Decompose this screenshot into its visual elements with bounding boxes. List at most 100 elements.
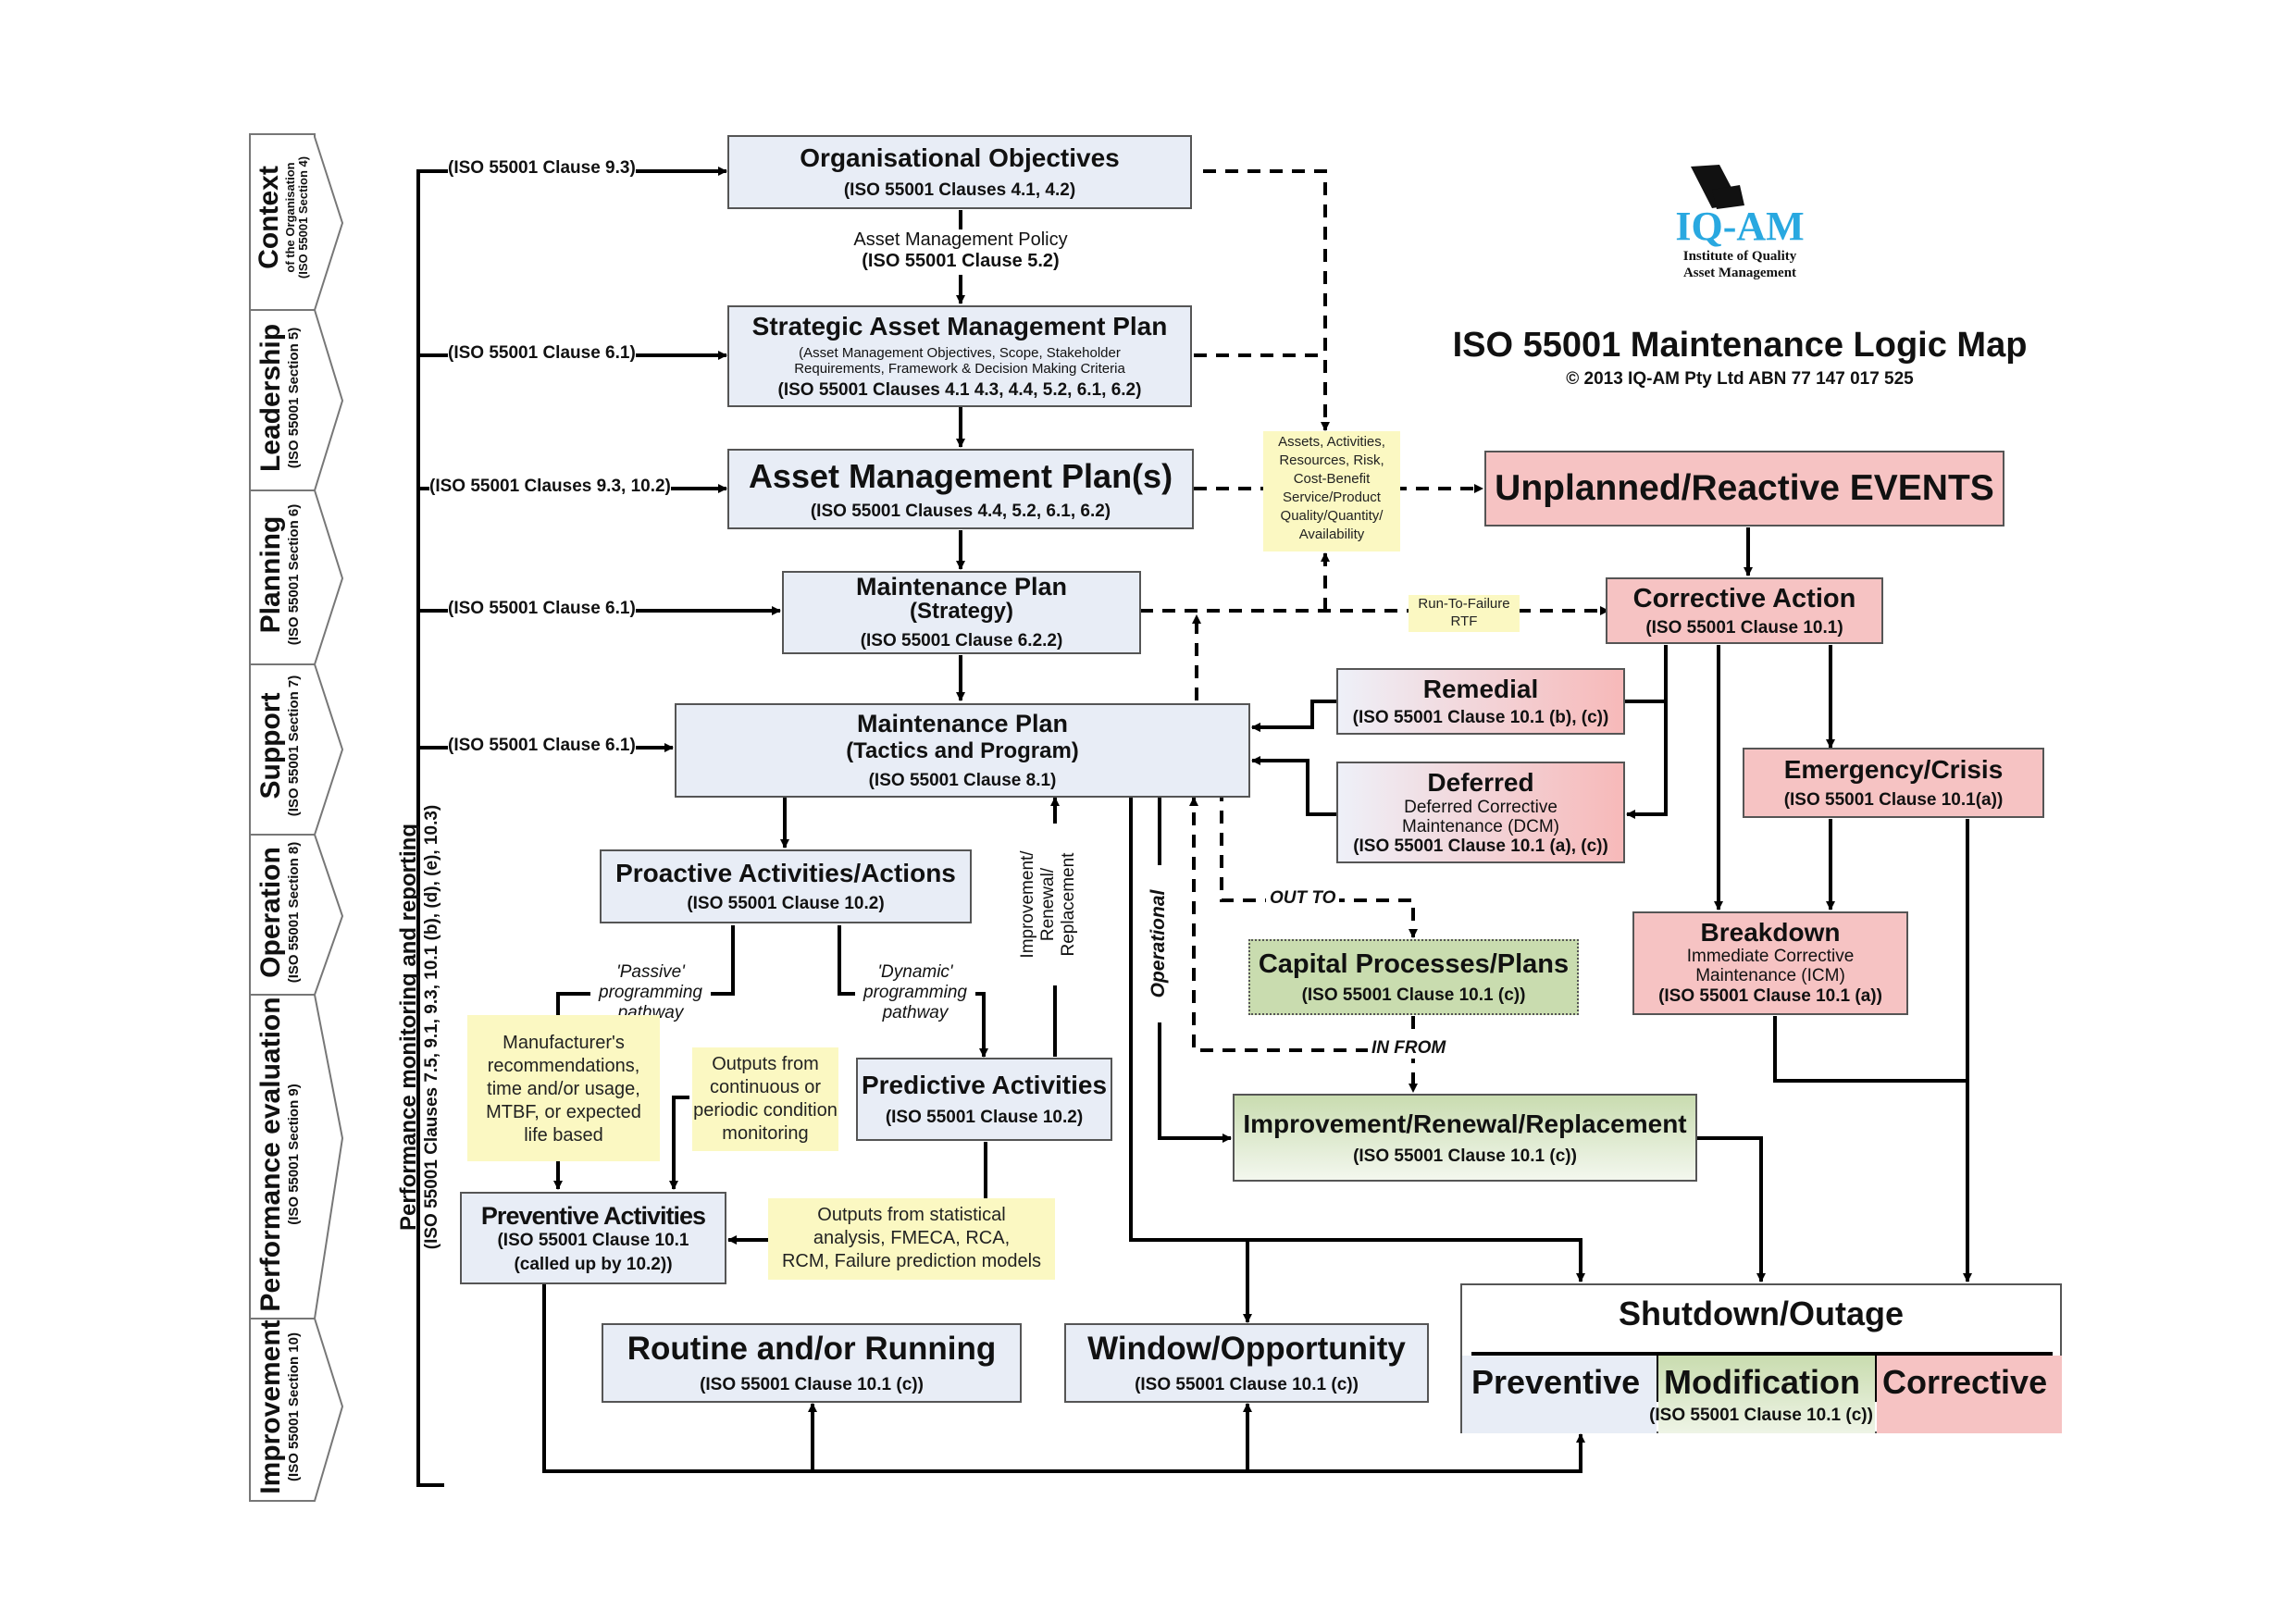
feedback-label: (ISO 55001 Clause 6.1): [448, 736, 636, 756]
note-line: periodic condition: [693, 1100, 838, 1121]
monitoring-title: Performance monitoring and reporting: [396, 823, 421, 1232]
remedial-box[interactable]: Remedial (ISO 55001 Clause 10.1 (b), (c)…: [1336, 668, 1625, 735]
label-line: programming: [599, 983, 702, 1002]
box-desc: Deferred Corrective: [1404, 798, 1558, 817]
dynamic-pathway-label: 'Dynamic' programming pathway: [855, 962, 975, 1023]
irr-vertical-label: Improvement/ Renewal/ Replacement: [1018, 824, 1079, 985]
amp-box[interactable]: Asset Management Plan(s) (ISO 55001 Clau…: [727, 449, 1194, 529]
box-subtitle: (Strategy): [909, 599, 1014, 624]
sidebar-label: Improvement: [255, 1319, 286, 1494]
box-clause: (called up by 10.2)): [514, 1254, 673, 1274]
sidebar-sub: (ISO 55001 Section 5): [286, 327, 302, 469]
sidebar-item-improvement: Improvement (ISO 55001 Section 10): [255, 1317, 302, 1497]
monitoring-clauses: (ISO 55001 Clauses 7.5, 9.1, 9.3, 10.1 (…: [422, 804, 441, 1250]
box-clause: (ISO 55001 Clause 8.1): [868, 771, 1057, 790]
routine-box[interactable]: Routine and/or Running (ISO 55001 Clause…: [602, 1323, 1022, 1403]
box-title: Asset Management Plan(s): [748, 456, 1173, 495]
note-line: Outputs from statistical: [817, 1205, 1006, 1225]
breakdown-box[interactable]: Breakdown Immediate Corrective Maintenan…: [1632, 911, 1908, 1015]
improvement-box[interactable]: Improvement/Renewal/Replacement (ISO 550…: [1233, 1094, 1697, 1182]
sidebar-label: Planning: [255, 515, 286, 634]
box-clause: (ISO 55001 Clause 10.1 (c)): [1135, 1375, 1359, 1394]
operational-label: Operational: [1148, 865, 1170, 1022]
box-clause: (ISO 55001 Clause 10.1 (a), (c)): [1353, 836, 1608, 856]
sidebar-label: Operation: [255, 847, 286, 978]
box-clause: (ISO 55001 Clause 6.2.2): [860, 631, 1063, 650]
box-title: Improvement/Renewal/Replacement: [1243, 1109, 1687, 1138]
box-title: Maintenance Plan: [856, 710, 1069, 737]
emergency-box[interactable]: Emergency/Crisis (ISO 55001 Clause 10.1(…: [1743, 748, 2044, 818]
note-line: Resources, Risk,: [1279, 452, 1384, 468]
window-box[interactable]: Window/Opportunity (ISO 55001 Clause 10.…: [1064, 1323, 1429, 1403]
box-clause: (ISO 55001 Clauses 4.1 4.3, 4.4, 5.2, 6.…: [777, 380, 1142, 400]
copyright: © 2013 IQ-AM Pty Ltd ABN 77 147 017 525: [1566, 369, 1914, 389]
manufacturer-note: Manufacturer's recommendations, time and…: [467, 1015, 660, 1161]
outputs-continuous-note: Outputs from continuous or periodic cond…: [692, 1047, 838, 1151]
sidebar-item-planning: Planning (ISO 55001 Section 6): [255, 488, 302, 662]
logo: IQ-AM Institute of Quality Asset Managem…: [1652, 205, 1828, 281]
unplanned-events-box[interactable]: Unplanned/Reactive EVENTS: [1484, 451, 2004, 527]
samp-box[interactable]: Strategic Asset Management Plan (Asset M…: [727, 305, 1192, 407]
preventive-box[interactable]: Preventive Activities (ISO 55001 Clause …: [460, 1192, 726, 1284]
cell-label: Preventive: [1471, 1363, 1641, 1401]
sidebar-label: Context: [254, 166, 284, 269]
shutdown-preventive-cell: Preventive: [1462, 1356, 1657, 1433]
note-line: continuous or: [709, 1077, 822, 1097]
sidebar-sub: (ISO 55001 Section 4): [296, 155, 310, 279]
sidebar-sub: (ISO 55001 Section 6): [286, 503, 302, 646]
label-line: pathway: [882, 1003, 949, 1022]
mp-tactics-box[interactable]: Maintenance Plan (Tactics and Program) (…: [675, 703, 1250, 798]
box-clause: (ISO 55001 Clause 10.1: [497, 1230, 689, 1250]
label-title: Asset Management Policy: [853, 229, 1068, 250]
org-objectives-box[interactable]: Organisational Objectives (ISO 55001 Cla…: [727, 135, 1192, 209]
box-title: Emergency/Crisis: [1783, 755, 2004, 784]
cell-label: Corrective: [1882, 1363, 2048, 1401]
sidebar-label: Support: [255, 692, 286, 799]
box-desc: Immediate Corrective: [1686, 947, 1855, 966]
corrective-action-box[interactable]: Corrective Action (ISO 55001 Clause 10.1…: [1606, 577, 1883, 644]
note-line: Outputs from: [712, 1054, 819, 1074]
box-title: Organisational Objectives: [800, 143, 1120, 172]
deferred-box[interactable]: Deferred Deferred Corrective Maintenance…: [1336, 762, 1625, 863]
rtf-note: Run-To-Failure RTF: [1409, 595, 1520, 632]
am-policy-label: Asset Management Policy (ISO 55001 Claus…: [822, 229, 1099, 272]
note-line: analysis, FMECA, RCA,: [813, 1228, 1011, 1248]
box-title: Capital Processes/Plans: [1258, 948, 1570, 979]
sidebar-sub: (ISO 55001 Section 9): [286, 1084, 302, 1225]
logo-line: Asset Management: [1682, 266, 1797, 280]
box-title: Remedial: [1422, 675, 1539, 703]
box-clause: (ISO 55001 Clause 10.1 (c)): [1649, 1406, 1873, 1425]
mp-strategy-box[interactable]: Maintenance Plan (Strategy) (ISO 55001 C…: [782, 571, 1141, 654]
box-title: Breakdown: [1700, 918, 1841, 947]
label-clause: (ISO 55001 Clause 5.2): [862, 251, 1060, 271]
sidebar-sub: (ISO 55001 Section 8): [286, 841, 302, 984]
sidebar-label: Leadership: [255, 323, 286, 473]
label-line: Replacement: [1059, 852, 1078, 957]
label-line: Improvement/: [1018, 850, 1037, 959]
shutdown-modification-cell: Modification: [1658, 1356, 1875, 1433]
box-title: Shutdown/Outage: [1619, 1295, 1904, 1332]
note-line: monitoring: [722, 1123, 809, 1144]
assets-note: Assets, Activities, Resources, Risk, Cos…: [1263, 431, 1400, 551]
note-line: Cost-Benefit: [1293, 471, 1371, 487]
box-subtitle: (Tactics and Program): [846, 738, 1079, 763]
label-line: 'Passive': [616, 962, 685, 982]
box-clause: (ISO 55001 Clauses 4.1, 4.2): [843, 180, 1076, 200]
page-title: ISO 55001 Maintenance Logic Map: [1452, 326, 2028, 365]
proactive-box[interactable]: Proactive Activities/Actions (ISO 55001 …: [600, 849, 972, 923]
sidebar-item-support: Support (ISO 55001 Section 7): [255, 661, 302, 831]
predictive-box[interactable]: Predictive Activities (ISO 55001 Clause …: [856, 1058, 1112, 1141]
box-title: Unplanned/Reactive EVENTS: [1495, 468, 1994, 508]
sidebar-label: Performance evaluation: [255, 997, 286, 1312]
note-line: Service/Product: [1283, 489, 1381, 505]
sidebar-item-operation: Operation (ISO 55001 Section 8): [255, 833, 302, 992]
capital-box[interactable]: Capital Processes/Plans (ISO 55001 Claus…: [1248, 939, 1579, 1015]
note-line: RCM, Failure prediction models: [781, 1251, 1042, 1271]
box-desc: Maintenance (ICM): [1695, 966, 1845, 985]
box-clause: (ISO 55001 Clause 10.1 (a)): [1658, 986, 1882, 1006]
shutdown-box[interactable]: Shutdown/Outage Preventive Modification …: [1460, 1283, 2062, 1433]
label-line: 'Dynamic': [877, 962, 953, 982]
sidebar-item-performance: Performance evaluation (ISO 55001 Sectio…: [255, 995, 302, 1314]
box-desc: Requirements, Framework & Decision Makin…: [794, 361, 1125, 377]
out-to-label: OUT TO: [1266, 888, 1340, 909]
